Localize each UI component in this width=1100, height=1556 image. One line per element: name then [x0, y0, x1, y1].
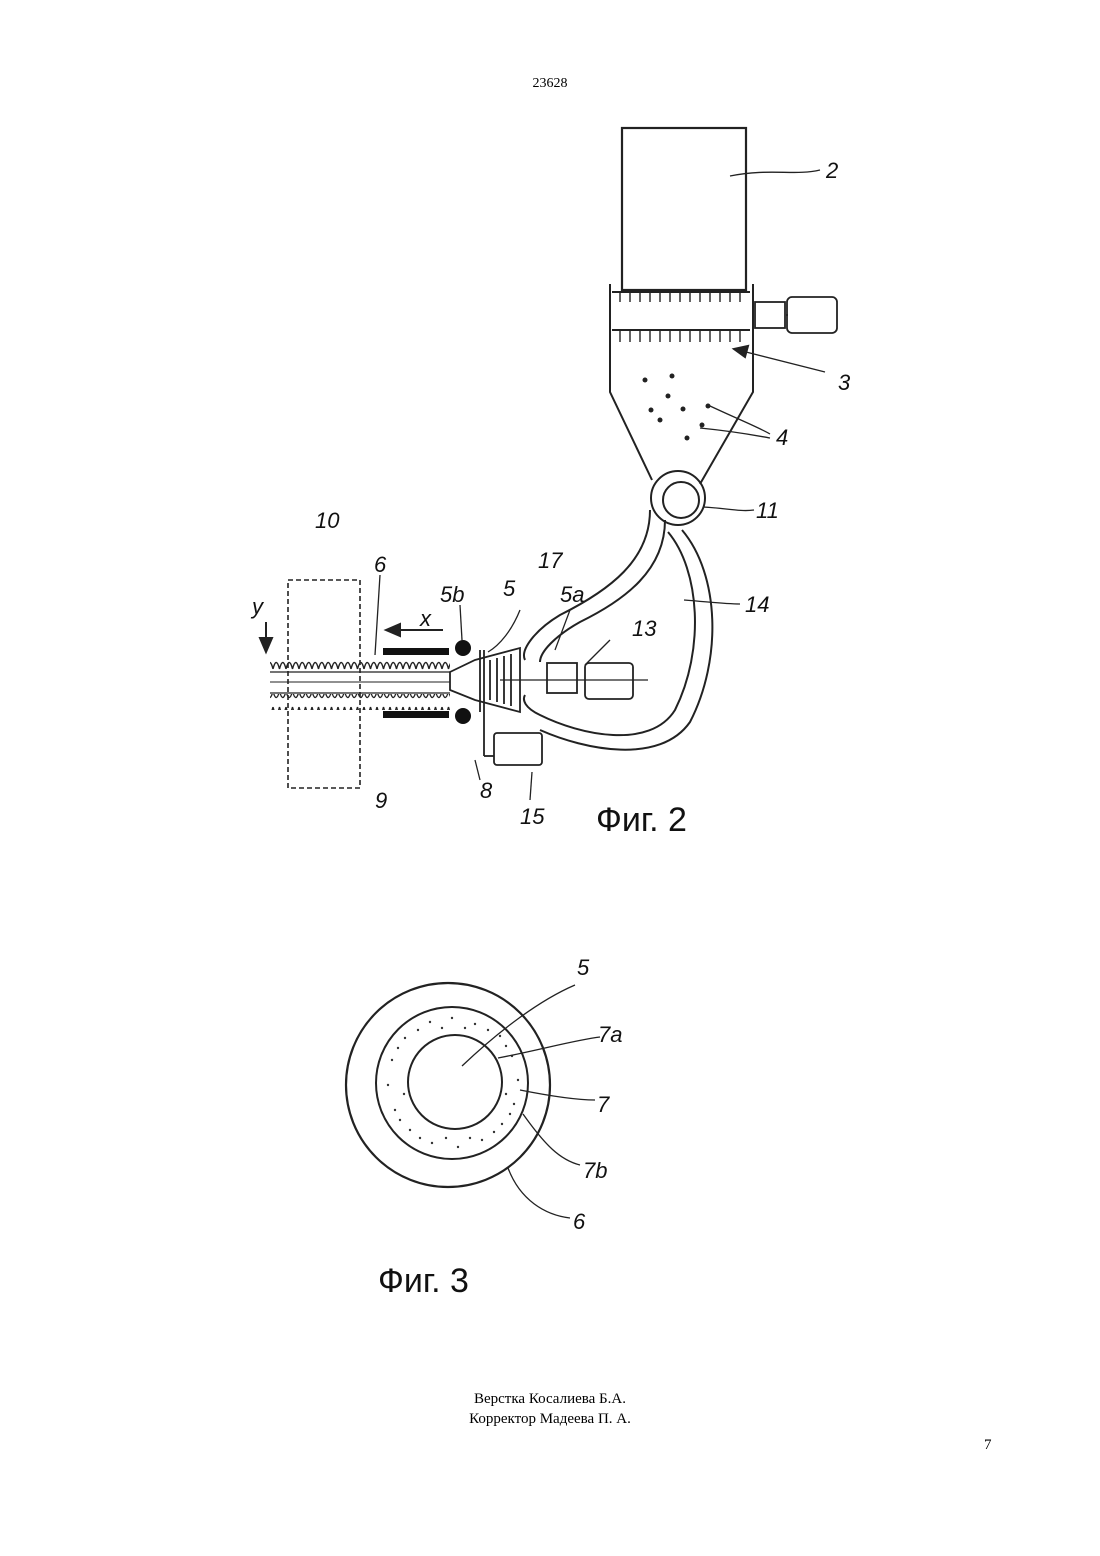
drive-13: [500, 663, 648, 699]
label-15: 15: [520, 804, 545, 829]
label-2: 2: [825, 158, 838, 183]
label-5a: 5a: [560, 582, 584, 607]
footer-proofreader-credit: Корректор Мадеева П. А.: [0, 1409, 1100, 1429]
hopper-2: [622, 128, 746, 290]
label-10: 10: [315, 508, 340, 533]
foam-layer-7: [376, 1007, 528, 1159]
fig3-label-6: 6: [573, 1209, 586, 1234]
fig3-label-7: 7: [597, 1092, 610, 1117]
figure-3: 5 7a 7 7b 6 Фиг. 3: [346, 955, 622, 1300]
fig3-label-5: 5: [577, 955, 590, 980]
label-17: 17: [538, 548, 563, 573]
roll-8-top: [455, 640, 471, 656]
fig3-label-7a: 7a: [598, 1022, 622, 1047]
motor-15: [484, 650, 542, 765]
cutter-10: [288, 580, 360, 788]
particles-4: [643, 374, 711, 441]
label-13: 13: [632, 616, 657, 641]
figure-3-caption: Фиг. 3: [378, 1262, 469, 1300]
page-number: 7: [984, 1437, 992, 1454]
figure-2-caption: Фиг. 2: [596, 801, 687, 839]
footer-layout-credit: Верстка Косалиева Б.А.: [0, 1389, 1100, 1409]
fig3-label-7b: 7b: [583, 1158, 607, 1183]
figure-2: 2 3 4 11 14 13 10 6 5b 5 17 5a y x 9 8 1…: [250, 128, 851, 839]
label-11: 11: [756, 498, 779, 523]
conveying-pipe-14: [524, 510, 712, 750]
heater-9-top: [383, 648, 449, 655]
roll-8-bottom: [455, 708, 471, 724]
label-8: 8: [480, 778, 493, 803]
label-y: y: [250, 594, 265, 619]
core-5: [408, 1035, 502, 1129]
heater-9-bottom: [383, 711, 449, 718]
label-3: 3: [838, 370, 851, 395]
label-5b: 5b: [440, 582, 464, 607]
direction-arrows: [260, 346, 825, 652]
figure-3-leaders: [462, 985, 600, 1218]
grinder-3: [610, 284, 837, 484]
label-x: x: [419, 606, 432, 631]
label-4: 4: [776, 425, 788, 450]
label-9: 9: [375, 788, 387, 813]
footer-credits: Верстка Косалиева Б.А. Корректор Мадеева…: [0, 1389, 1100, 1429]
label-14: 14: [745, 592, 769, 617]
label-5: 5: [503, 576, 516, 601]
label-6: 6: [374, 552, 387, 577]
